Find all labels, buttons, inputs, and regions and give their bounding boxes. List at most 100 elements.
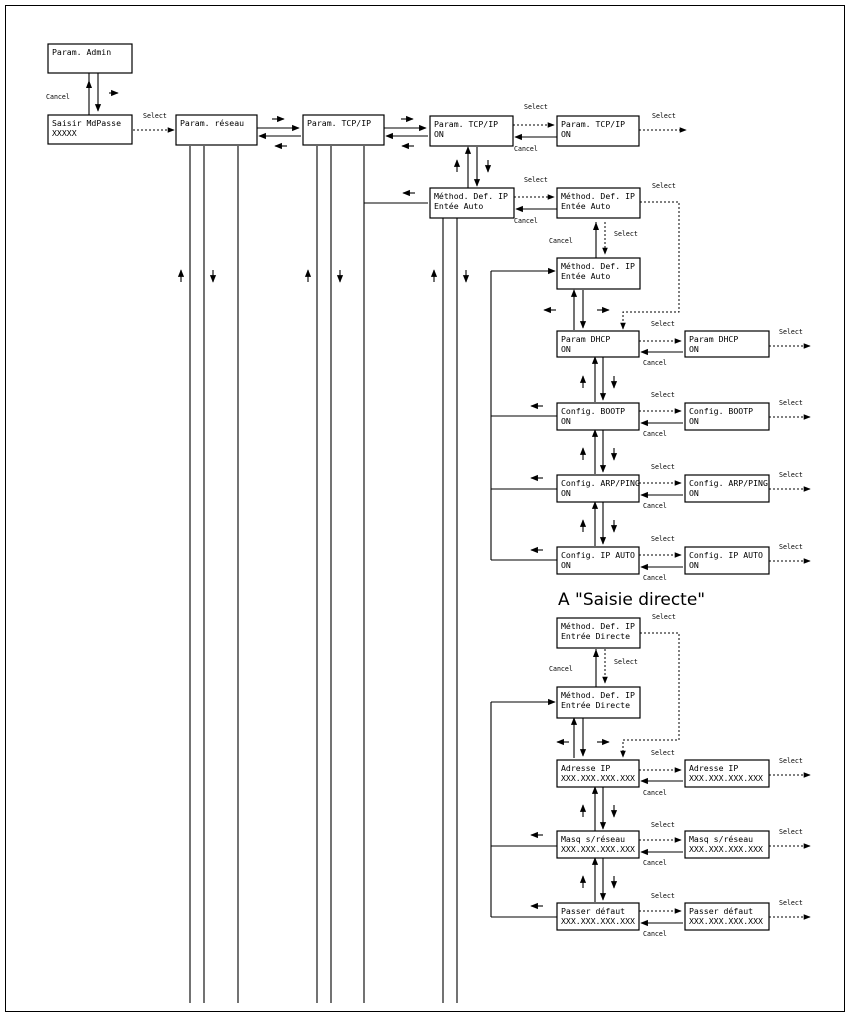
select-label: Select xyxy=(524,103,548,111)
box-adresse-ip-2: Adresse IP XXX.XXX.XXX.XXX xyxy=(684,759,770,788)
cancel-label: Cancel xyxy=(643,574,667,582)
select-label: Select xyxy=(614,230,638,238)
box-config-bootp-2: Config. BOOTP ON xyxy=(684,402,770,431)
select-label: Select xyxy=(779,757,803,765)
cancel-label: Cancel xyxy=(549,237,573,245)
select-label: Select xyxy=(779,471,803,479)
select-label: Select xyxy=(779,543,803,551)
box-config-arp-2: Config. ARP/PING ON xyxy=(684,474,770,503)
svg-text:Config. IP AUTO: Config. IP AUTO xyxy=(689,550,763,560)
svg-text:Param. TCP/IP: Param. TCP/IP xyxy=(561,119,625,129)
svg-text:Passer défaut: Passer défaut xyxy=(689,906,753,916)
box-param-reseau: Param. réseau xyxy=(175,114,258,146)
cancel-label: Cancel xyxy=(549,665,573,673)
cancel-label: Cancel xyxy=(514,217,538,225)
svg-text:Config. BOOTP: Config. BOOTP xyxy=(689,406,753,416)
select-label: Select xyxy=(779,899,803,907)
svg-text:Masq s/réseau: Masq s/réseau xyxy=(561,834,625,844)
svg-text:Param. TCP/IP: Param. TCP/IP xyxy=(434,119,498,129)
svg-text:XXX.XXX.XXX.XXX: XXX.XXX.XXX.XXX xyxy=(561,844,635,854)
svg-text:Méthod. Def. IP: Méthod. Def. IP xyxy=(434,191,508,201)
svg-text:Saisir MdPasse: Saisir MdPasse xyxy=(52,118,121,128)
box-methode-auto: Méthod. Def. IP Entée Auto xyxy=(429,187,515,219)
svg-text:Adresse IP: Adresse IP xyxy=(561,763,610,773)
svg-text:Param DHCP: Param DHCP xyxy=(689,334,738,344)
box-saisir-mdpasse: Saisir MdPasse XXXXX xyxy=(47,114,133,145)
select-label: Select xyxy=(652,112,676,120)
select-label: Select xyxy=(652,613,676,621)
box-methode-directe-2: Méthod. Def. IP Entrée Directe xyxy=(556,686,641,719)
select-label: Select xyxy=(779,828,803,836)
box-config-ipauto: Config. IP AUTO ON xyxy=(556,546,640,575)
box-masq-2: Masq s/réseau XXX.XXX.XXX.XXX xyxy=(684,830,770,859)
select-label: Select xyxy=(143,112,167,120)
svg-text:Méthod. Def. IP: Méthod. Def. IP xyxy=(561,690,635,700)
box-param-dhcp: Param DHCP ON xyxy=(556,330,640,358)
box-param-admin: Param. Admin xyxy=(47,43,133,74)
box-methode-auto-3: Méthod. Def. IP Entée Auto xyxy=(556,257,641,290)
box-param-tcpip-on-2: Param. TCP/IP ON xyxy=(556,115,640,147)
svg-text:Param. réseau: Param. réseau xyxy=(180,118,244,128)
cancel-label: Cancel xyxy=(643,430,667,438)
svg-text:ON: ON xyxy=(561,129,571,139)
select-label: Select xyxy=(651,535,675,543)
svg-text:ON: ON xyxy=(561,488,571,498)
box-methode-directe: Méthod. Def. IP Entrée Directe xyxy=(556,617,641,649)
svg-text:ON: ON xyxy=(689,560,699,570)
select-label: Select xyxy=(524,176,548,184)
select-label: Select xyxy=(651,463,675,471)
svg-text:ON: ON xyxy=(689,416,699,426)
select-label: Select xyxy=(779,328,803,336)
svg-text:Masq s/réseau: Masq s/réseau xyxy=(689,834,753,844)
svg-text:ON: ON xyxy=(561,344,571,354)
box-passer-2: Passer défaut XXX.XXX.XXX.XXX xyxy=(684,902,770,931)
svg-text:Entrée Directe: Entrée Directe xyxy=(561,700,630,710)
svg-text:Param. Admin: Param. Admin xyxy=(52,47,111,57)
select-label: Select xyxy=(651,320,675,328)
svg-text:ON: ON xyxy=(561,416,571,426)
svg-text:Param DHCP: Param DHCP xyxy=(561,334,610,344)
svg-text:ON: ON xyxy=(689,344,699,354)
svg-text:XXX.XXX.XXX.XXX: XXX.XXX.XXX.XXX xyxy=(689,773,763,783)
svg-text:Entée Auto: Entée Auto xyxy=(561,271,610,281)
cancel-label: Cancel xyxy=(643,502,667,510)
box-param-tcpip: Param. TCP/IP xyxy=(302,114,385,146)
svg-text:Méthod. Def. IP: Méthod. Def. IP xyxy=(561,621,635,631)
box-param-dhcp-2: Param DHCP ON xyxy=(684,330,770,358)
svg-text:XXX.XXX.XXX.XXX: XXX.XXX.XXX.XXX xyxy=(561,773,635,783)
diagram-frame xyxy=(5,5,845,1012)
cancel-label: Cancel xyxy=(46,93,70,101)
box-config-bootp: Config. BOOTP ON xyxy=(556,402,640,431)
section-title: A "Saisie directe" xyxy=(558,590,705,610)
svg-text:Config. BOOTP: Config. BOOTP xyxy=(561,406,625,416)
box-param-tcpip-on: Param. TCP/IP ON xyxy=(429,115,514,147)
svg-text:Entée Auto: Entée Auto xyxy=(434,201,483,211)
svg-text:Méthod. Def. IP: Méthod. Def. IP xyxy=(561,191,635,201)
box-config-arp: Config. ARP/PING ON xyxy=(556,474,640,503)
svg-text:Param. TCP/IP: Param. TCP/IP xyxy=(307,118,371,128)
svg-text:XXX.XXX.XXX.XXX: XXX.XXX.XXX.XXX xyxy=(689,916,763,926)
svg-text:Passer défaut: Passer défaut xyxy=(561,906,625,916)
svg-text:Config. ARP/PING: Config. ARP/PING xyxy=(561,478,640,488)
svg-text:Config. ARP/PING: Config. ARP/PING xyxy=(689,478,768,488)
cancel-label: Cancel xyxy=(514,145,538,153)
cancel-label: Cancel xyxy=(643,359,667,367)
select-label: Select xyxy=(651,892,675,900)
select-label: Select xyxy=(614,658,638,666)
box-config-ipauto-2: Config. IP AUTO ON xyxy=(684,546,770,575)
svg-text:Méthod. Def. IP: Méthod. Def. IP xyxy=(561,261,635,271)
box-passer: Passer défaut XXX.XXX.XXX.XXX xyxy=(556,902,640,931)
svg-text:ON: ON xyxy=(434,129,444,139)
select-label: Select xyxy=(651,749,675,757)
svg-text:XXX.XXX.XXX.XXX: XXX.XXX.XXX.XXX xyxy=(561,916,635,926)
svg-text:XXXXX: XXXXX xyxy=(52,128,77,138)
cancel-label: Cancel xyxy=(643,930,667,938)
cancel-label: Cancel xyxy=(643,859,667,867)
box-methode-auto-2: Méthod. Def. IP Entée Auto xyxy=(556,187,641,219)
svg-text:ON: ON xyxy=(689,488,699,498)
svg-text:Config. IP AUTO: Config. IP AUTO xyxy=(561,550,635,560)
select-label: Select xyxy=(651,821,675,829)
svg-text:ON: ON xyxy=(561,560,571,570)
cancel-label: Cancel xyxy=(643,789,667,797)
svg-text:Entée Auto: Entée Auto xyxy=(561,201,610,211)
